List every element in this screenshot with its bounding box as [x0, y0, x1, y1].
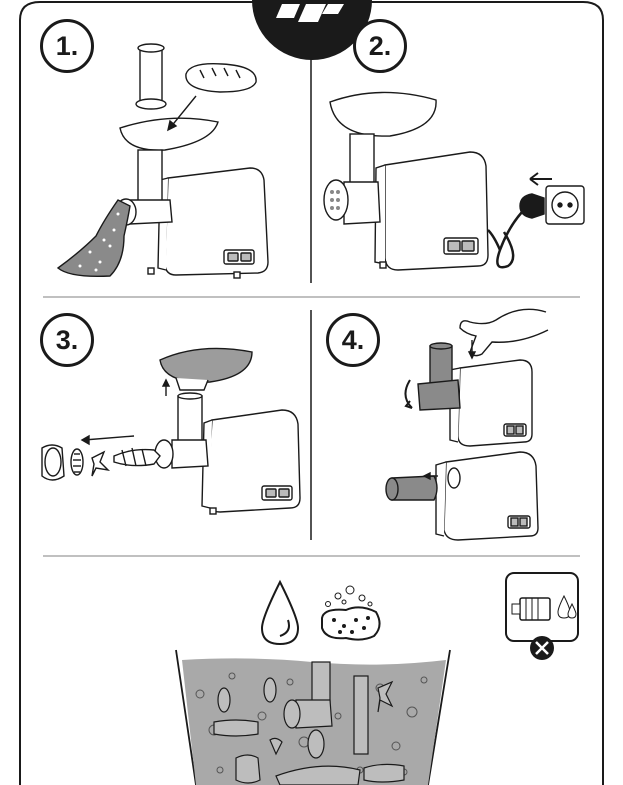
brand-logo-icon: [252, 0, 372, 60]
washing-basin: [175, 649, 451, 785]
step-3-illustration: [41, 347, 301, 515]
blade-icon: [91, 450, 111, 477]
bread-icon: [185, 63, 257, 93]
tray-removed: [159, 347, 253, 383]
cutting-plate-icon: [70, 448, 84, 476]
motor-in-water-icon: [505, 572, 579, 642]
step-2-illustration: [323, 91, 585, 271]
sponge-icon: [321, 585, 381, 641]
step-1-illustration: [56, 43, 269, 279]
auger-icon: [113, 448, 161, 467]
hand-icon: [459, 308, 549, 357]
water-drop-icon: [260, 579, 300, 646]
step-4-illustration: [385, 308, 549, 541]
step-1-badge: 1.: [40, 19, 94, 73]
ground-meat: [56, 199, 131, 278]
step-3-badge: 3.: [40, 313, 94, 367]
plug-icon: [519, 193, 545, 219]
prohibited-icon: [530, 636, 554, 660]
step-2-badge: 2.: [353, 19, 407, 73]
step-4-badge: 4.: [326, 313, 380, 367]
